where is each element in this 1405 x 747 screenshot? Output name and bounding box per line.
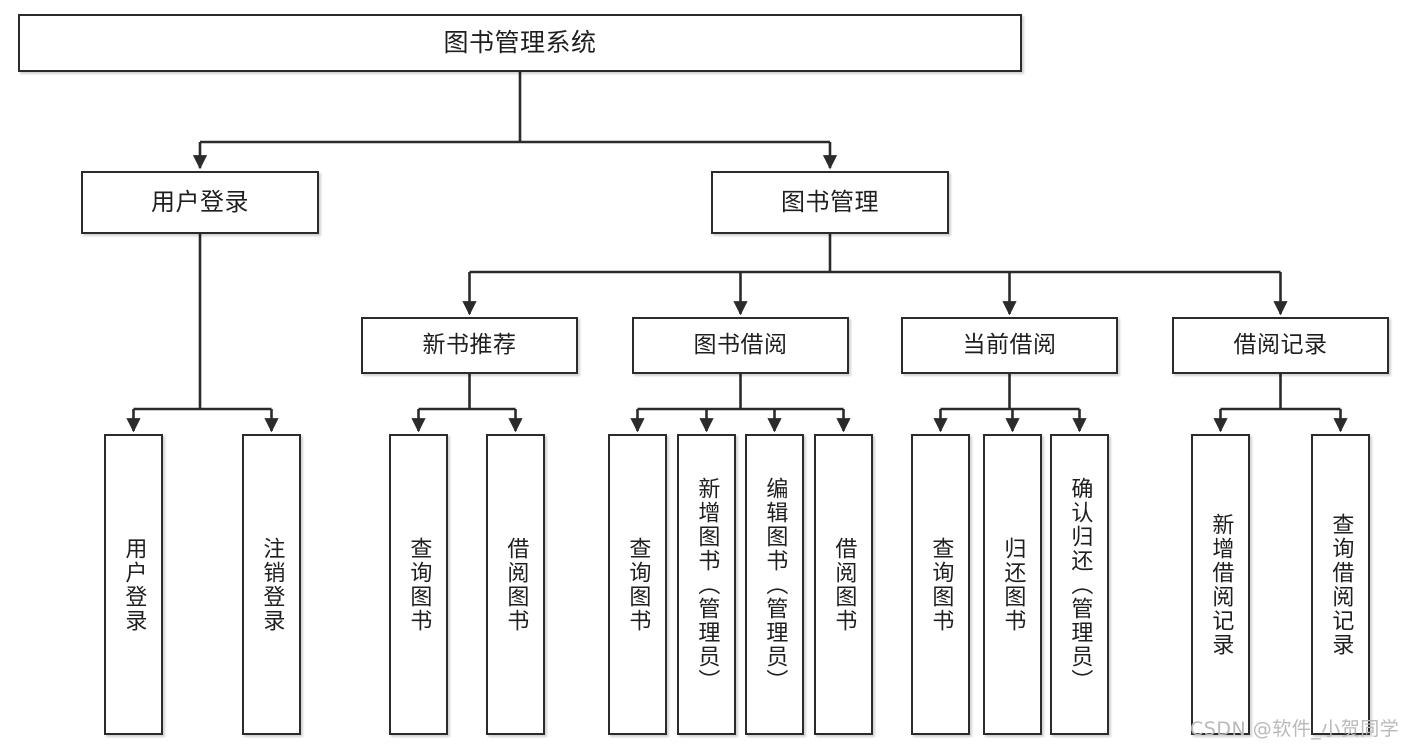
node-label: 查询图书 [625,536,651,633]
node-label: 借阅图书 [503,536,529,633]
node-leaf-query-borrow-record[interactable]: 查询借阅记录 [1311,434,1370,735]
node-leaf-add-book[interactable]: 新增图书（管理员） [677,434,736,735]
node-label: 用户登录 [151,187,249,216]
node-label: 借阅图书 [831,536,857,633]
node-leaf-borrow-book-1[interactable]: 借阅图书 [486,434,545,735]
node-label: 借阅记录 [1233,332,1328,359]
node-label: 查询借阅记录 [1328,512,1354,657]
watermark-text: CSDN @软件_小贺同学 [1190,718,1400,740]
node-leaf-confirm-return[interactable]: 确认归还（管理员） [1050,434,1109,735]
node-label: 用户登录 [121,536,147,633]
node-leaf-query-book-1[interactable]: 查询图书 [389,434,448,735]
node-label: 注销登录 [259,536,285,633]
node-leaf-return-book[interactable]: 归还图书 [983,434,1042,735]
node-label: 图书管理系统 [443,27,597,57]
node-label: 编辑图书（管理员） [762,476,788,693]
node-book-borrow[interactable]: 图书借阅 [632,317,849,374]
node-leaf-add-borrow-record[interactable]: 新增借阅记录 [1191,434,1250,735]
node-new-book-recommend[interactable]: 新书推荐 [361,317,578,374]
node-leaf-edit-book[interactable]: 编辑图书（管理员） [745,434,804,735]
node-label: 归还图书 [1000,536,1026,633]
node-label: 确认归还（管理员） [1067,476,1093,693]
node-leaf-user-login[interactable]: 用户登录 [104,434,163,735]
node-label: 当前借阅 [962,332,1057,359]
node-book-manage[interactable]: 图书管理 [711,171,949,234]
node-leaf-query-book-3[interactable]: 查询图书 [911,434,970,735]
node-borrow-record[interactable]: 借阅记录 [1172,317,1389,374]
node-leaf-borrow-book-2[interactable]: 借阅图书 [814,434,873,735]
node-label: 新书推荐 [422,332,517,359]
node-label: 新增图书（管理员） [694,476,720,693]
node-current-borrow[interactable]: 当前借阅 [901,317,1118,374]
node-label: 图书管理 [781,187,879,216]
node-label: 新增借阅记录 [1208,512,1234,657]
node-root[interactable]: 图书管理系统 [18,14,1022,72]
node-user-login[interactable]: 用户登录 [81,171,319,234]
node-label: 查询图书 [406,536,432,633]
node-label: 图书借阅 [693,332,788,359]
node-leaf-user-logout[interactable]: 注销登录 [242,434,301,735]
node-leaf-query-book-2[interactable]: 查询图书 [608,434,667,735]
node-label: 查询图书 [928,536,954,633]
